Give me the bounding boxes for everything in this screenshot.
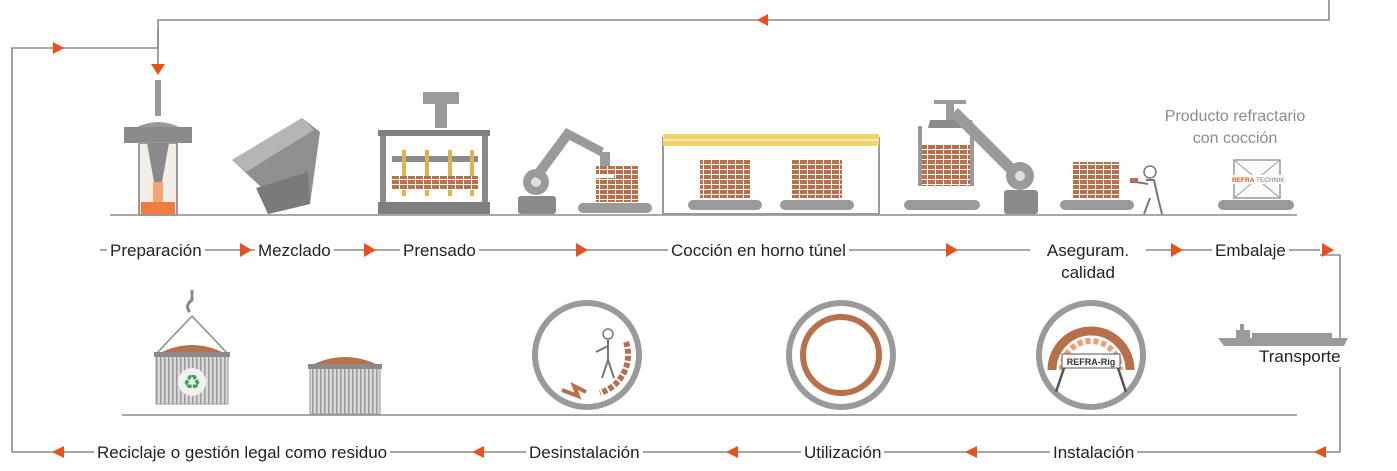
arrow-icon xyxy=(53,42,64,54)
step-recycling: Reciclaje o gestión legal como residuo xyxy=(94,442,391,463)
arrow-icon xyxy=(1171,243,1183,257)
removal-furnace-icon xyxy=(532,300,642,410)
press-icon xyxy=(378,92,490,214)
arrow-icon xyxy=(576,243,588,257)
step-installation: Instalación xyxy=(1050,442,1138,463)
arrow-icon xyxy=(151,64,165,75)
rig-label: REFRA-Rig xyxy=(1067,357,1116,367)
gantry-robot-icon xyxy=(904,100,1038,214)
step-quality: Aseguram. calidad xyxy=(1030,240,1146,284)
recycling-container-icon: ♻ xyxy=(154,290,230,405)
loop-line xyxy=(11,28,1341,453)
rubble-container-icon xyxy=(308,357,382,415)
arrow-icon xyxy=(726,446,738,458)
preparation-hopper-icon xyxy=(124,80,192,216)
product-note-line2: con cocción xyxy=(1192,130,1278,147)
arrow-icon xyxy=(757,14,768,26)
ship-icon xyxy=(1218,324,1348,346)
step-preparation: Preparación xyxy=(107,240,205,261)
step-packaging: Embalaje xyxy=(1212,240,1289,261)
flow-arrows xyxy=(52,14,1334,458)
tunnel-kiln-icon xyxy=(662,134,880,215)
quality-check-icon xyxy=(1060,162,1163,215)
arrow-icon xyxy=(364,243,376,257)
robot-arm-icon xyxy=(518,128,652,214)
step-kiln-firing: Cocción en horno túnel xyxy=(668,240,849,261)
crate-brand-b: TECHNIK xyxy=(1256,177,1285,184)
crate-brand-a: REFRA xyxy=(1232,177,1255,184)
arrow-icon xyxy=(472,446,484,458)
top-return-line xyxy=(157,0,1330,70)
product-note-line1: Producto refractario xyxy=(1164,108,1306,125)
in-use-furnace-icon xyxy=(786,300,896,410)
step-transport: Transporte xyxy=(1256,346,1344,367)
step-utilization: Utilización xyxy=(801,442,885,463)
arrow-icon xyxy=(946,243,958,257)
mixer-icon xyxy=(232,118,320,214)
arrow-icon xyxy=(240,243,252,257)
product-note: Producto refractario con cocción xyxy=(1150,106,1320,150)
arrow-icon xyxy=(52,446,64,458)
step-pressing: Prensado xyxy=(400,240,479,261)
step-removal: Desinstalación xyxy=(526,442,643,463)
installation-furnace-icon: REFRA-Rig xyxy=(1036,300,1146,410)
arrow-icon xyxy=(965,446,977,458)
step-mixing: Mezclado xyxy=(255,240,334,261)
arrow-icon xyxy=(1322,243,1334,257)
arrow-icon xyxy=(1314,446,1326,458)
refractory-crate-icon: REFRA TECHNIK xyxy=(1218,159,1294,210)
recycle-icon: ♻ xyxy=(183,372,201,394)
